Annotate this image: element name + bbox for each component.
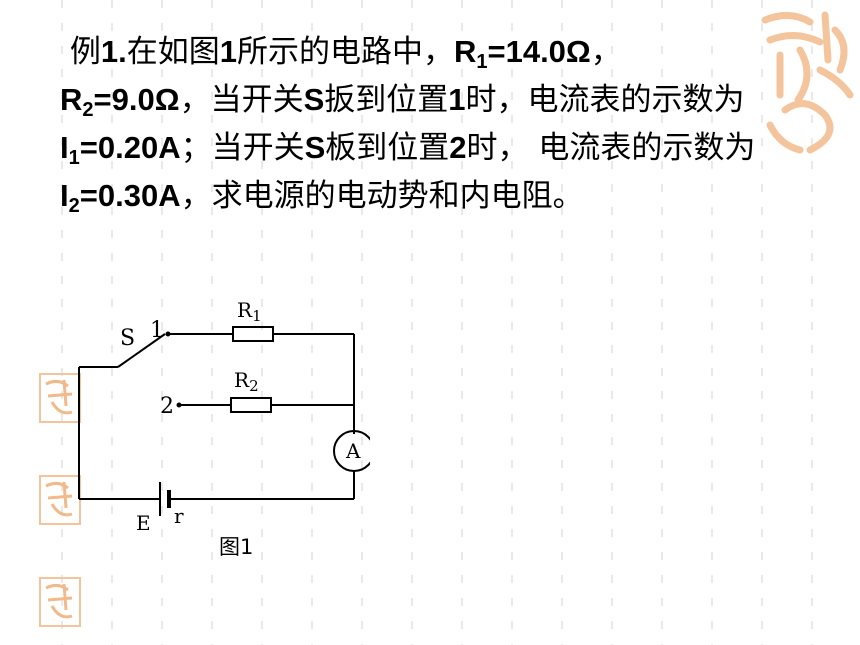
position-2-label: 2 <box>160 394 174 419</box>
figure-caption: 图1 <box>219 535 253 559</box>
r2-symbol: R <box>60 82 83 117</box>
problem-text: ，求电源的电动势和内电阻。 <box>180 178 584 214</box>
problem-text: 所示的电路中， <box>236 34 454 70</box>
circuit-diagram: S 1 2 R1 R2 A E r 图1 <box>78 298 370 559</box>
position-ref: 1 <box>448 82 466 117</box>
internal-resistance-label: r <box>174 504 184 528</box>
i1-value: =0.20A <box>79 130 181 165</box>
r1-value: =14.0Ω <box>487 34 591 69</box>
switch-ref: S <box>303 82 325 117</box>
problem-text: 例 <box>69 34 101 70</box>
ammeter-label: A <box>345 439 361 463</box>
i1-subscript: 1 <box>68 147 80 169</box>
problem-text: 扳到位置 <box>324 82 449 118</box>
i2-symbol: I <box>60 178 69 213</box>
i2-subscript: 2 <box>68 195 80 217</box>
switch-label: S <box>120 326 135 351</box>
position-ref: 2 <box>449 130 467 165</box>
problem-text: ， <box>590 34 622 70</box>
problem-statement: 例1.在如图1所示的电路中，R1=14.0Ω，R2=9.0Ω，当开关S扳到位置1… <box>60 28 805 220</box>
resistor-r2 <box>230 397 272 413</box>
i1-symbol: I <box>60 130 69 165</box>
problem-text: 时，电流表的示数为 <box>465 82 745 118</box>
r2-subscript: 2 <box>82 99 94 121</box>
position-1-label: 1 <box>150 318 164 343</box>
problem-text: 在如图 <box>126 34 220 70</box>
r1-subscript: 1 <box>476 51 488 73</box>
i2-value: =0.30A <box>79 178 181 213</box>
emf-label: E <box>136 511 151 535</box>
r1-label: R1 <box>237 298 262 325</box>
switch-contact-1 <box>165 331 171 337</box>
problem-text: ；当开关 <box>180 130 305 166</box>
resistor-r1 <box>232 326 274 342</box>
r2-value: =9.0Ω <box>93 82 180 117</box>
problem-text: 时， 电流表的示数为 <box>466 130 756 166</box>
switch-contact-2 <box>176 402 182 408</box>
figure-ref: 1 <box>219 34 237 69</box>
problem-text: 板到位置 <box>325 130 450 166</box>
switch-ref: S <box>304 130 326 165</box>
r1-symbol: R <box>453 34 477 69</box>
r2-label: R2 <box>234 368 259 395</box>
decorative-seal-top-right <box>761 11 854 154</box>
problem-number: 1. <box>100 34 127 69</box>
problem-text: ，当开关 <box>179 82 304 118</box>
decorative-seal-left-3 <box>39 577 81 627</box>
